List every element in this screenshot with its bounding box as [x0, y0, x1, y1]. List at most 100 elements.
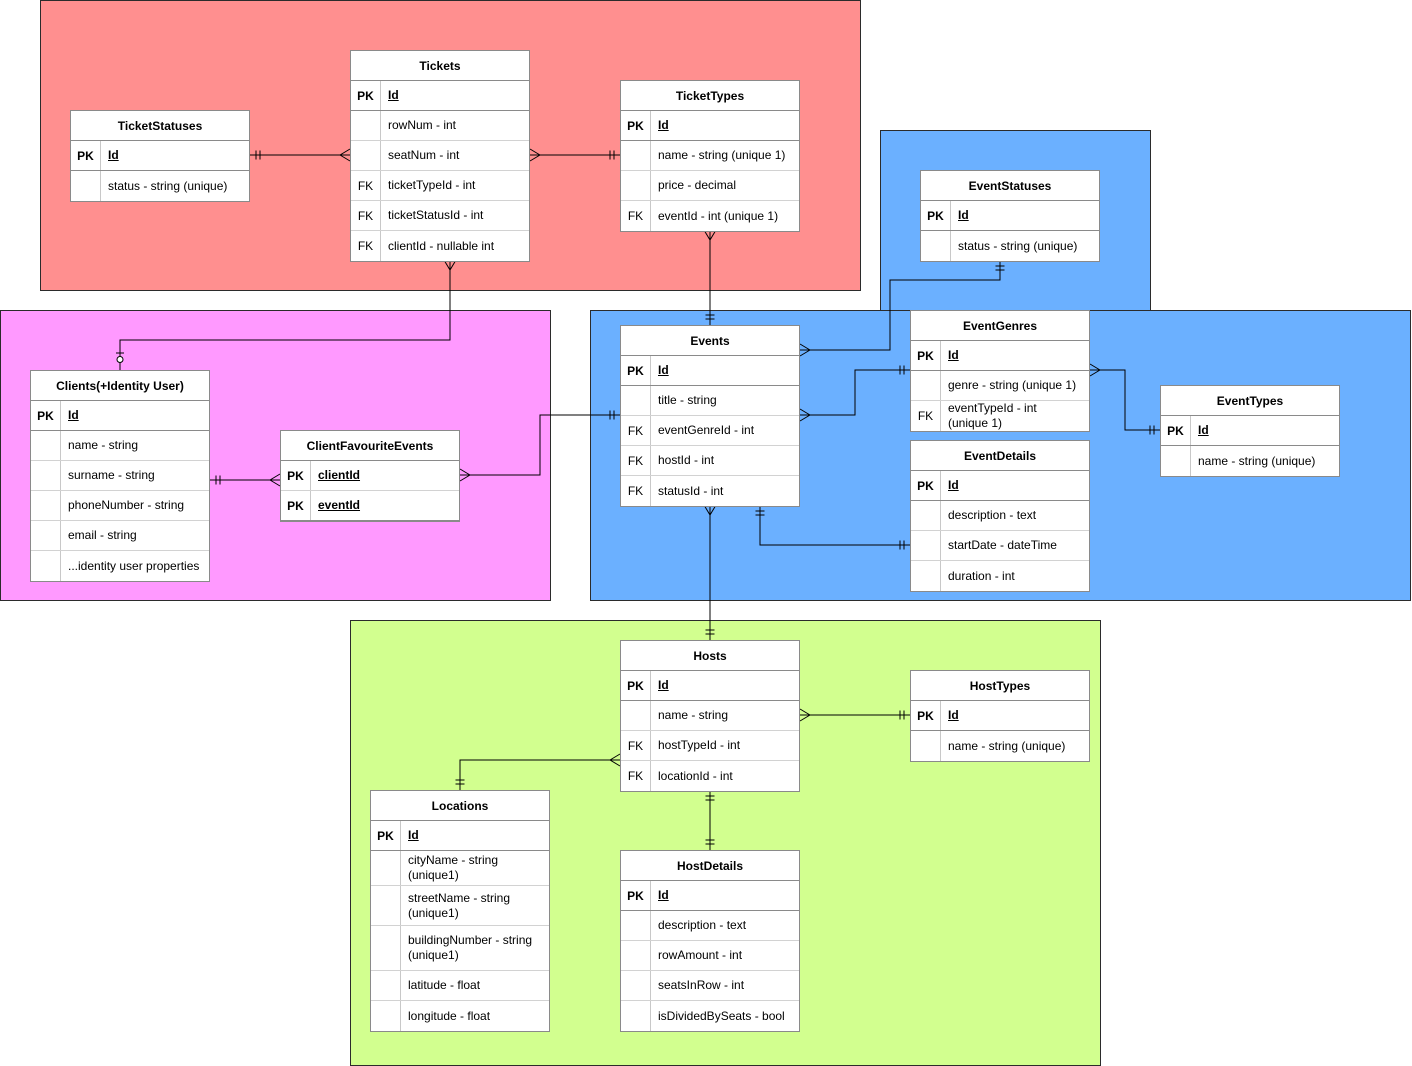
tickets-key-marker: PK	[351, 81, 381, 110]
hosts-title: Hosts	[621, 641, 799, 671]
event-genres-title: EventGenres	[911, 311, 1089, 341]
event-details-title: EventDetails	[911, 441, 1089, 471]
events-field-name: title - string	[658, 393, 717, 407]
ticket-statuses-title: TicketStatuses	[71, 111, 249, 141]
ticket-types-field-name: price - decimal	[658, 178, 737, 192]
locations-key-marker	[371, 886, 401, 925]
hosts-key-marker: PK	[621, 671, 651, 700]
clients-key-marker	[31, 431, 61, 460]
hosts-field-name: name - string	[658, 708, 729, 722]
events-field-name: statusId - int	[658, 483, 724, 498]
event-genres-key-marker: FK	[911, 401, 941, 431]
event-details-field-name: description - text	[948, 508, 1037, 522]
event-details-field-name: startDate - dateTime	[948, 538, 1057, 552]
ticket-types-key-marker: PK	[621, 111, 651, 140]
events-key-marker	[621, 386, 651, 415]
event-genres-field-name: genre - string (unique 1)	[948, 378, 1077, 392]
locations-field-row: cityName - string (unique1)	[371, 851, 549, 886]
event-types-key-marker	[1161, 446, 1191, 476]
clients-key-marker: PK	[31, 401, 61, 430]
events-field-name: hostId - int	[658, 453, 715, 467]
hosts-field-row: name - string	[621, 701, 799, 731]
host-details-field-name: description - text	[658, 918, 747, 932]
clients-key-marker	[31, 491, 61, 520]
clients-field-name: ...identity user properties	[68, 558, 200, 573]
host-details-key-marker	[621, 971, 651, 1000]
host-types-field-row: name - string (unique)	[911, 731, 1089, 761]
clients-field-row: surname - string	[31, 461, 209, 491]
ticket-types-field-row: name - string (unique 1)	[621, 141, 799, 171]
locations-key-marker: PK	[371, 821, 401, 850]
locations-key-marker	[371, 926, 401, 970]
tickets-title: Tickets	[351, 51, 529, 81]
events-key-marker: PK	[621, 356, 651, 385]
events-field-name: Id	[658, 363, 669, 377]
host-details-title: HostDetails	[621, 851, 799, 881]
events-key-marker: FK	[621, 446, 651, 475]
locations-field-name: buildingNumber - string (unique1)	[408, 933, 533, 962]
client-favourite-events-key-marker: PK	[281, 491, 311, 520]
event-details-field-row: duration - int	[911, 561, 1089, 591]
events-key-marker: FK	[621, 416, 651, 445]
clients-field-row: ...identity user properties	[31, 551, 209, 581]
event-types-title: EventTypes	[1161, 386, 1339, 416]
host-types-key-marker: PK	[911, 701, 941, 730]
ticket-statuses-key-marker	[71, 171, 101, 201]
locations-field-name: Id	[408, 828, 419, 842]
locations-key-marker	[371, 851, 401, 885]
tickets-key-marker: FK	[351, 231, 381, 261]
clients-key-marker	[31, 461, 61, 490]
events-field-row: PK Id	[621, 356, 799, 386]
ticket-types-field-row: PK Id	[621, 111, 799, 141]
event-genres-key-marker	[911, 371, 941, 400]
host-details-key-marker	[621, 1001, 651, 1031]
event-statuses-field-name: Id	[958, 208, 969, 222]
event-details-key-marker: PK	[911, 471, 941, 500]
locations-key-marker	[371, 971, 401, 1000]
locations-field-row: latitude - float	[371, 971, 549, 1001]
tickets-field-name: ticketTypeId - int	[388, 178, 476, 192]
event-statuses-field-name: status - string (unique)	[958, 238, 1078, 253]
host-details-field-row: seatsInRow - int	[621, 971, 799, 1001]
locations-field-name: cityName - string (unique1)	[408, 853, 499, 882]
clients-field-name: Id	[68, 408, 79, 422]
ticket-statuses-field-name: Id	[108, 148, 119, 162]
event-types-field-row: name - string (unique)	[1161, 446, 1339, 476]
host-details-field-name: seatsInRow - int	[658, 978, 745, 992]
tickets-field-name: Id	[388, 88, 399, 102]
ticket-types-field-name: name - string (unique 1)	[658, 148, 786, 162]
events-field-row: title - string	[621, 386, 799, 416]
tickets-field-name: ticketStatusId - int	[388, 208, 484, 222]
host-types-title: HostTypes	[911, 671, 1089, 701]
ticket-types-key-marker: FK	[621, 201, 651, 231]
ticket-types-title: TicketTypes	[621, 81, 799, 111]
clients-key-marker	[31, 551, 61, 581]
tickets-field-name: clientId - nullable int	[388, 238, 495, 253]
tickets-field-row: rowNum - int	[351, 111, 529, 141]
event-genres-key-marker: PK	[911, 341, 941, 370]
ticket-types-field-name: Id	[658, 118, 669, 132]
